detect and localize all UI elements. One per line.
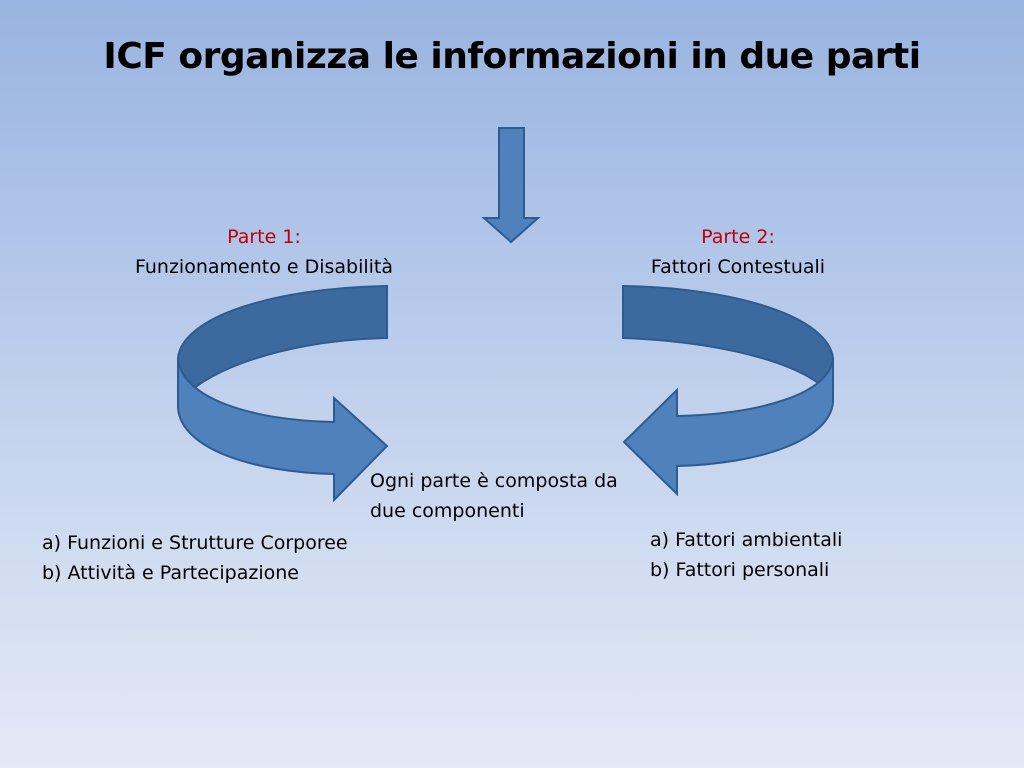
part1-header: Parte 1: Funzionamento e Disabilità bbox=[114, 222, 414, 282]
center-text-line2: due componenti bbox=[370, 500, 525, 522]
part1-components: a) Funzioni e Strutture Corporee b) Atti… bbox=[42, 528, 348, 588]
part2-component-a: a) Fattori ambientali bbox=[650, 529, 843, 551]
part1-name: Funzionamento e Disabilità bbox=[134, 256, 394, 278]
down-arrow-icon bbox=[481, 127, 541, 244]
slide-title: ICF organizza le informazioni in due par… bbox=[103, 36, 921, 77]
part2-component-b: b) Fattori personali bbox=[650, 559, 830, 581]
part1-component-a: a) Funzioni e Strutture Corporee bbox=[42, 532, 348, 554]
part2-header: Parte 2: Fattori Contestuali bbox=[608, 222, 868, 282]
part1-component-b: b) Attività e Partecipazione bbox=[42, 562, 299, 584]
part1-heading: Parte 1: bbox=[227, 226, 301, 248]
part2-components: a) Fattori ambientali b) Fattori persona… bbox=[650, 525, 842, 585]
center-text: Ogni parte è composta da due componenti bbox=[370, 466, 618, 526]
part2-name: Fattori Contestuali bbox=[650, 256, 826, 278]
left-curved-arrow-icon bbox=[177, 284, 389, 503]
center-text-line1: Ogni parte è composta da bbox=[370, 470, 618, 492]
right-curved-arrow-icon bbox=[622, 284, 834, 497]
part2-heading: Parte 2: bbox=[701, 226, 775, 248]
